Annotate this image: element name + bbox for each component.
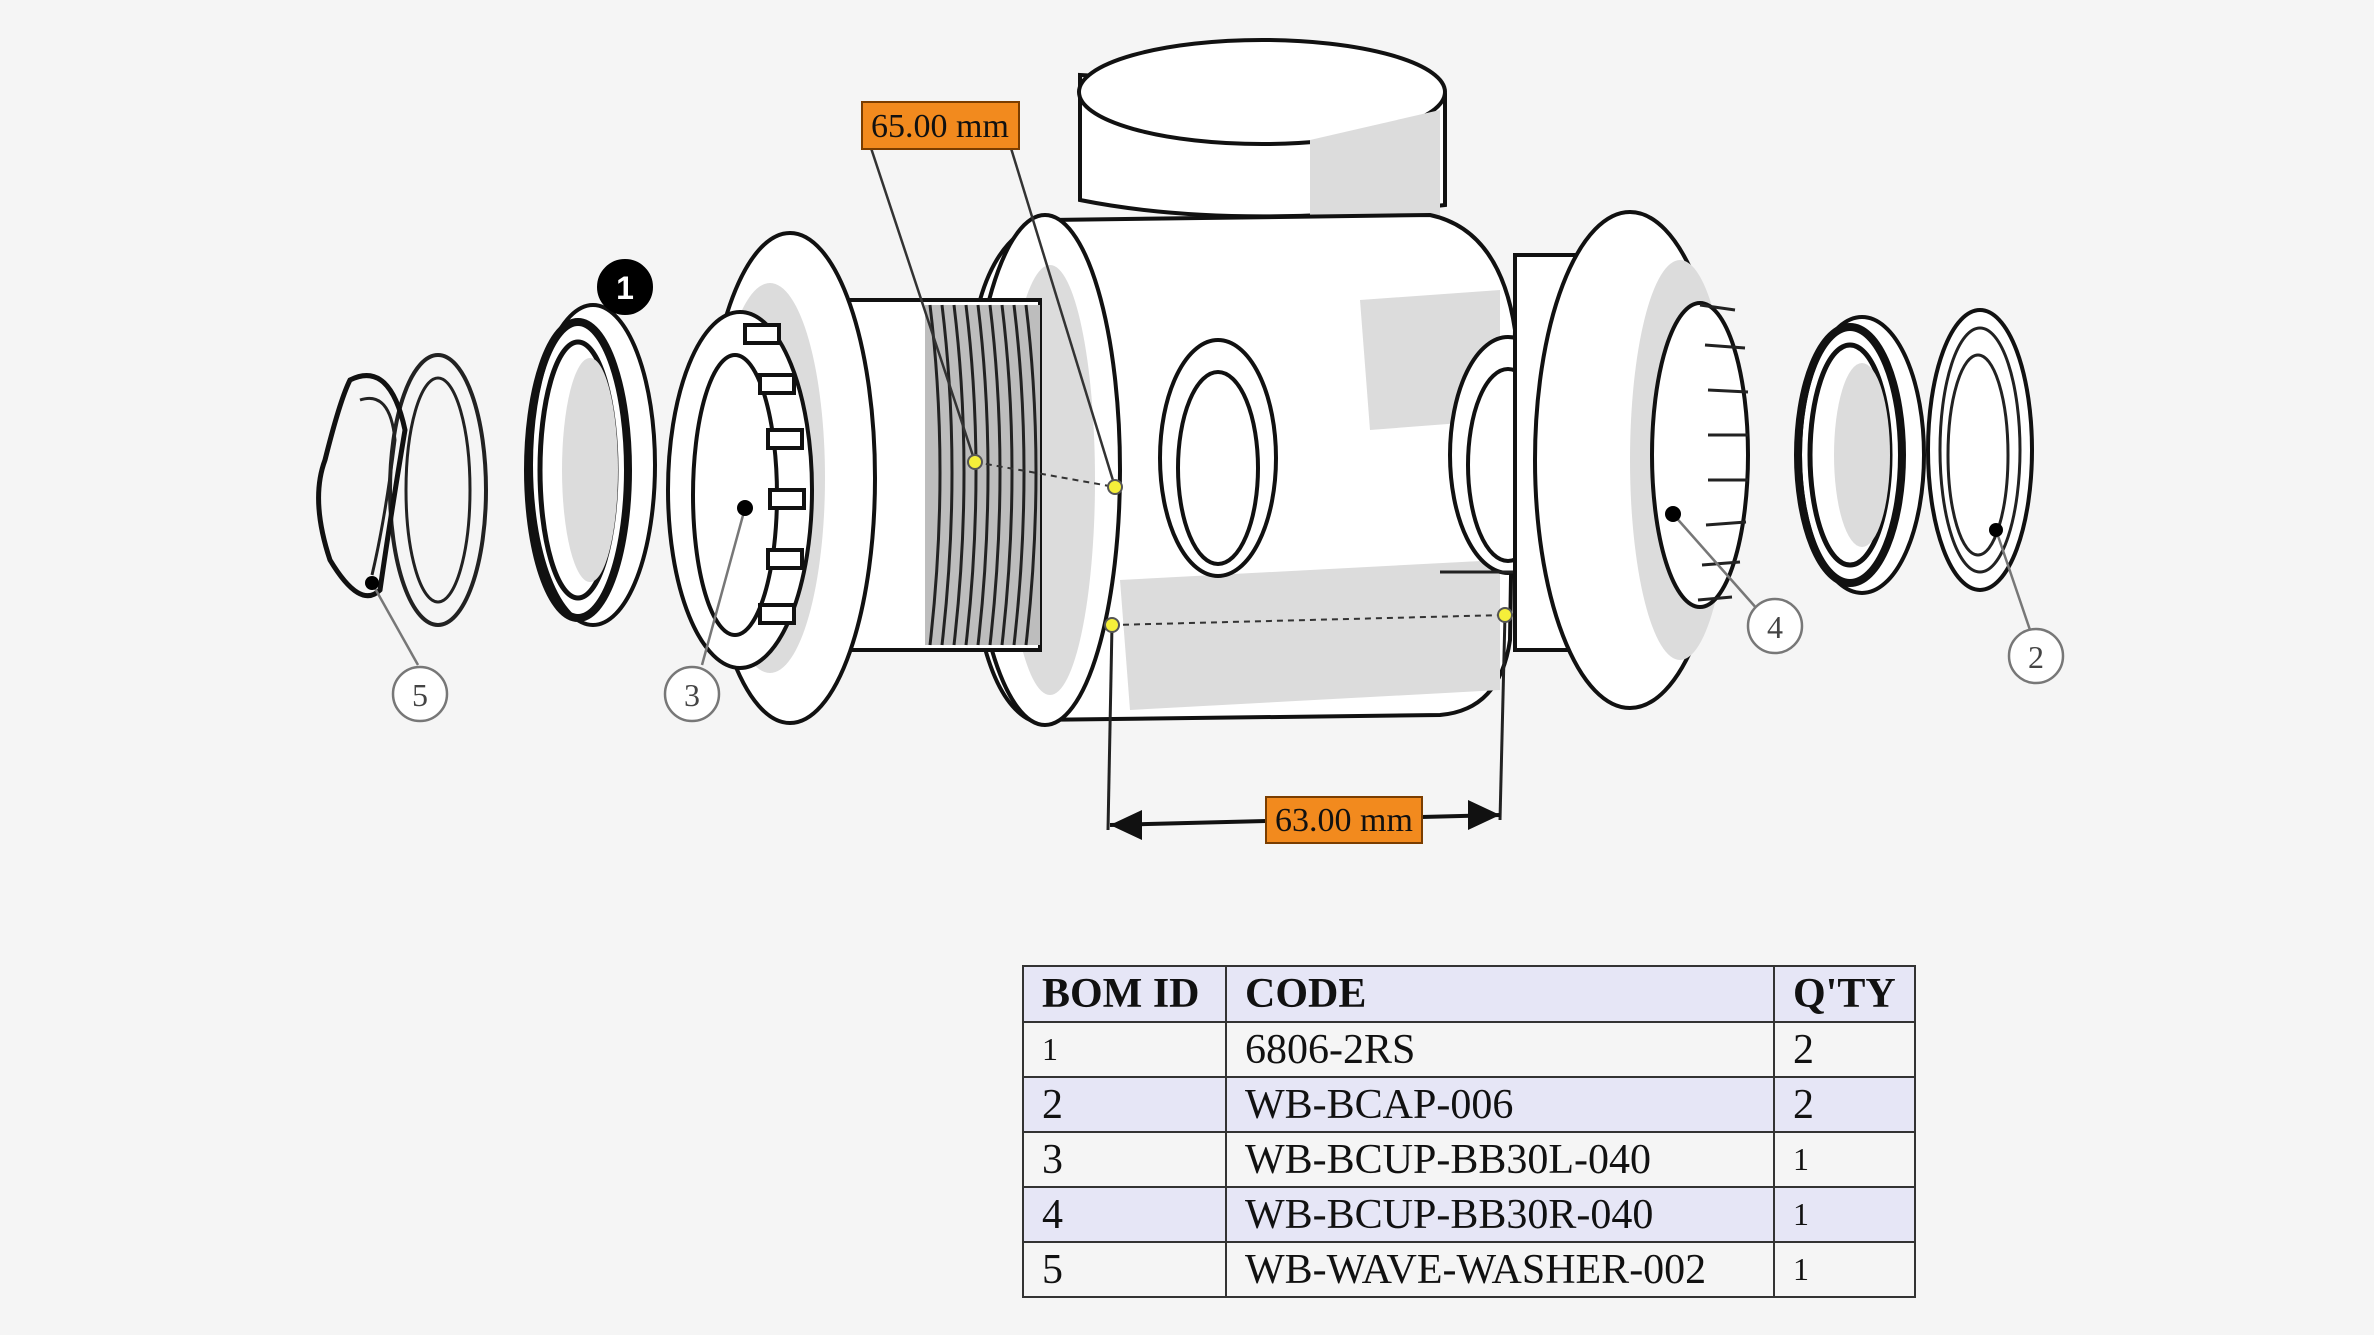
callout-4: 4 <box>1665 506 1804 655</box>
bom-cell-id: 4 <box>1022 1186 1227 1243</box>
cup-threads <box>925 304 1040 646</box>
callout-1: 1 <box>597 259 653 315</box>
bom-header-qty: Q'TY <box>1773 965 1916 1023</box>
callout-3: 3 <box>663 500 753 723</box>
right-cup <box>1513 210 1750 710</box>
bom-cell-code: WB-WAVE-WASHER-002 <box>1225 1241 1775 1298</box>
right-bearing <box>1794 315 1926 595</box>
bom-header-id: BOM ID <box>1022 965 1227 1023</box>
callout-2: 2 <box>1989 523 2065 685</box>
callout-5: 5 <box>365 576 449 723</box>
bom-table: BOM ID CODE Q'TY 1 6806-2RS 2 2 WB-BCAP-… <box>1022 965 1916 1298</box>
svg-text:3: 3 <box>684 677 700 713</box>
left-washers <box>316 353 488 627</box>
bom-row: 1 6806-2RS 2 <box>1022 1021 1916 1078</box>
bom-row: 4 WB-BCUP-BB30R-040 1 <box>1022 1186 1916 1243</box>
dimension-63-label: 63.00 mm <box>1275 802 1413 839</box>
svg-text:2: 2 <box>2028 639 2044 675</box>
bom-cell-id: 5 <box>1022 1241 1227 1298</box>
dimension-63: 63.00 mm <box>1104 607 1513 844</box>
bottom-bracket-shell <box>968 38 1568 727</box>
svg-text:4: 4 <box>1767 609 1783 645</box>
bom-cell-code: WB-BCUP-BB30R-040 <box>1225 1186 1775 1243</box>
dimension-65-label: 65.00 mm <box>871 108 1009 145</box>
bom-row: 5 WB-WAVE-WASHER-002 1 <box>1022 1241 1916 1298</box>
bom-cell-qty: 2 <box>1773 1021 1916 1078</box>
bom-row: 3 WB-BCUP-BB30L-040 1 <box>1022 1131 1916 1188</box>
dimension-65: 65.00 mm <box>861 101 1123 495</box>
right-cap <box>1926 308 2034 592</box>
bom-header-code: CODE <box>1225 965 1775 1023</box>
bom-cell-qty: 2 <box>1773 1076 1916 1133</box>
bom-cell-code: WB-BCUP-BB30L-040 <box>1225 1131 1775 1188</box>
bom-header-row: BOM ID CODE Q'TY <box>1022 965 1916 1023</box>
bom-cell-id: 2 <box>1022 1076 1227 1133</box>
left-cup <box>666 231 1042 725</box>
bom-cell-qty: 1 <box>1773 1131 1916 1188</box>
bom-cell-qty: 1 <box>1773 1241 1916 1298</box>
bom-cell-id: 3 <box>1022 1131 1227 1188</box>
cup-tool-notches <box>743 323 806 625</box>
bom-cell-qty: 1 <box>1773 1186 1916 1243</box>
bom-cell-code: WB-BCAP-006 <box>1225 1076 1775 1133</box>
bom-cell-id: 1 <box>1022 1021 1227 1078</box>
svg-text:1: 1 <box>616 270 634 306</box>
left-bearing <box>524 303 657 627</box>
bom-cell-code: 6806-2RS <box>1225 1021 1775 1078</box>
bom-row: 2 WB-BCAP-006 2 <box>1022 1076 1916 1133</box>
svg-text:5: 5 <box>412 677 428 713</box>
